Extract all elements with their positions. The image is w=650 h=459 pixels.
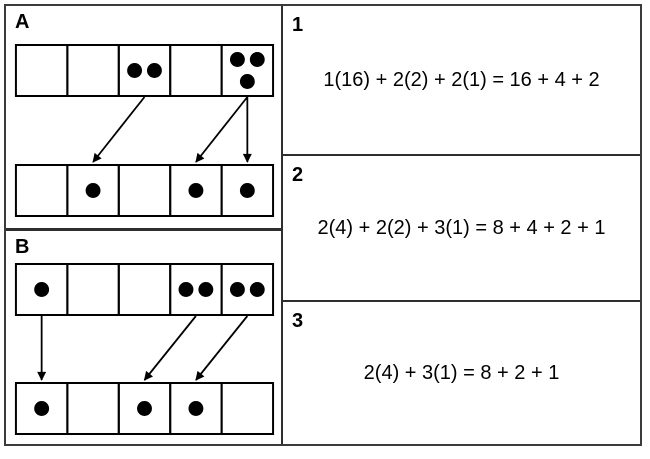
equation-2-number: 2 <box>292 164 304 186</box>
equation-cell-3: 3 2(4) + 3(1) = 8 + 2 + 1 <box>283 302 640 444</box>
equation-3-text: 2(4) + 3(1) = 8 + 2 + 1 <box>363 362 560 384</box>
panel-b-label: B <box>15 236 30 258</box>
panel-a: A <box>6 6 281 231</box>
equation-2-text: 2(4) + 2(2) + 3(1) = 8 + 4 + 2 + 1 <box>317 217 606 239</box>
equation-1-number: 1 <box>292 14 304 36</box>
diagram-column: A B <box>6 6 283 444</box>
panel-b: B <box>6 231 281 444</box>
equation-3-number: 3 <box>292 310 304 332</box>
equation-cell-1: 1 1(16) + 2(2) + 2(1) = 16 + 4 + 2 <box>283 6 640 156</box>
equation-cell-2: 2 2(4) + 2(2) + 3(1) = 8 + 4 + 2 + 1 <box>283 156 640 302</box>
equations-column: 1 1(16) + 2(2) + 2(1) = 16 + 4 + 2 2 2(4… <box>283 6 640 444</box>
worksheet-frame: A B 1 1(16) + 2(2) + 2(1) = 16 + 4 + 2 2… <box>4 4 642 446</box>
panel-a-label: A <box>15 11 30 33</box>
panel-a-diagram <box>14 44 275 217</box>
equation-1-text: 1(16) + 2(2) + 2(1) = 16 + 4 + 2 <box>323 69 600 91</box>
panel-b-diagram <box>14 263 275 435</box>
